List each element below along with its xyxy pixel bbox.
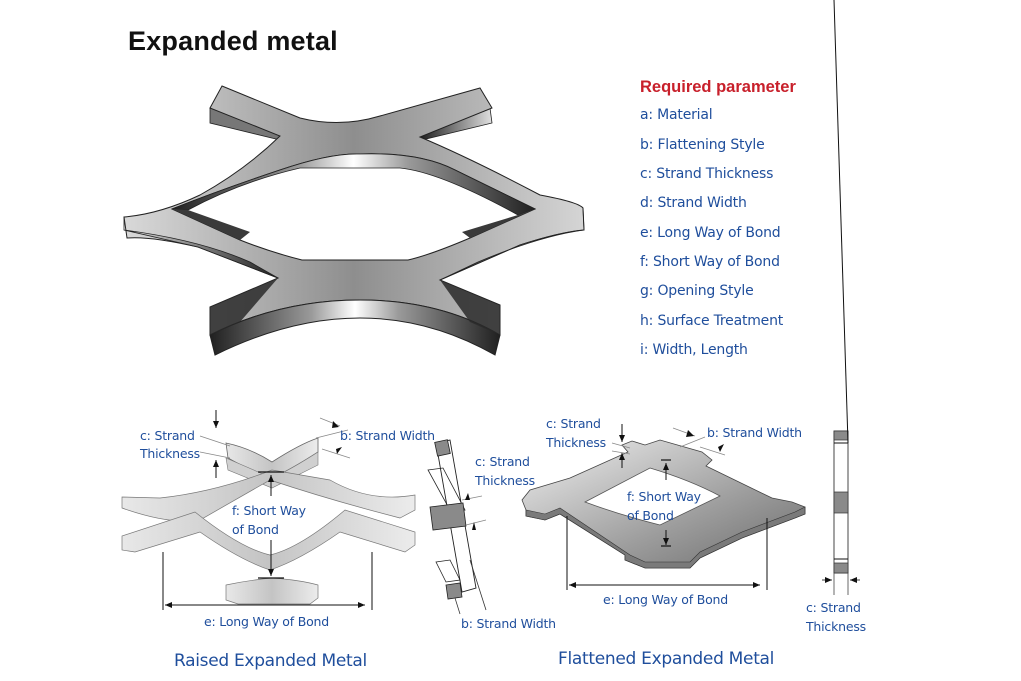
flattened-caption: Flattened Expanded Metal [558,649,775,669]
parameter-item: h: Surface Treatment [640,313,784,329]
raised-short-way-label-line2: of Bond [232,522,279,537]
flattened-section-thickness-label-line1: c: Strand [806,600,861,615]
flattened-mesh-illustration [521,424,806,590]
flattened-strand-thickness-label-line2: Thickness [546,435,606,450]
parameter-item: g: Opening Style [640,283,754,299]
parameter-item: f: Short Way of Bond [640,254,780,270]
parameter-item: b: Flattening Style [640,137,765,153]
raised-section-thickness-label-line2: Thickness [475,473,535,488]
flattened-cross-section [822,0,860,595]
raised-section-width-label: b: Strand Width [461,616,556,631]
flattened-strand-width-label: b: Strand Width [707,425,802,440]
raised-short-way-label-line1: f: Short Way [232,503,306,518]
raised-caption: Raised Expanded Metal [174,651,367,671]
raised-strand-thickness-label-line2: Thickness [140,446,200,461]
required-parameter-heading: Required parameter [640,78,796,96]
parameter-item: i: Width, Length [640,342,748,358]
raised-section-thickness-label-line1: c: Strand [475,454,530,469]
flattened-long-way-label: e: Long Way of Bond [603,592,728,607]
parameter-item: e: Long Way of Bond [640,225,781,241]
raised-strand-thickness-label-line1: c: Strand [140,428,195,443]
flattened-strand-thickness-label-line1: c: Strand [546,416,601,431]
parameter-item: c: Strand Thickness [640,166,774,182]
raised-cross-section [427,439,487,615]
raised-mesh-illustration [121,410,416,610]
parameter-item: a: Material [640,107,713,123]
main-mesh-illustration [123,85,585,356]
flattened-section-thickness-label-line2: Thickness [806,619,866,634]
flattened-short-way-label-line2: of Bond [627,508,674,523]
raised-long-way-label: e: Long Way of Bond [204,614,329,629]
page-title: Expanded metal [128,26,338,56]
raised-strand-width-label: b: Strand Width [340,428,435,443]
parameter-item: d: Strand Width [640,195,747,211]
flattened-short-way-label-line1: f: Short Way [627,489,701,504]
